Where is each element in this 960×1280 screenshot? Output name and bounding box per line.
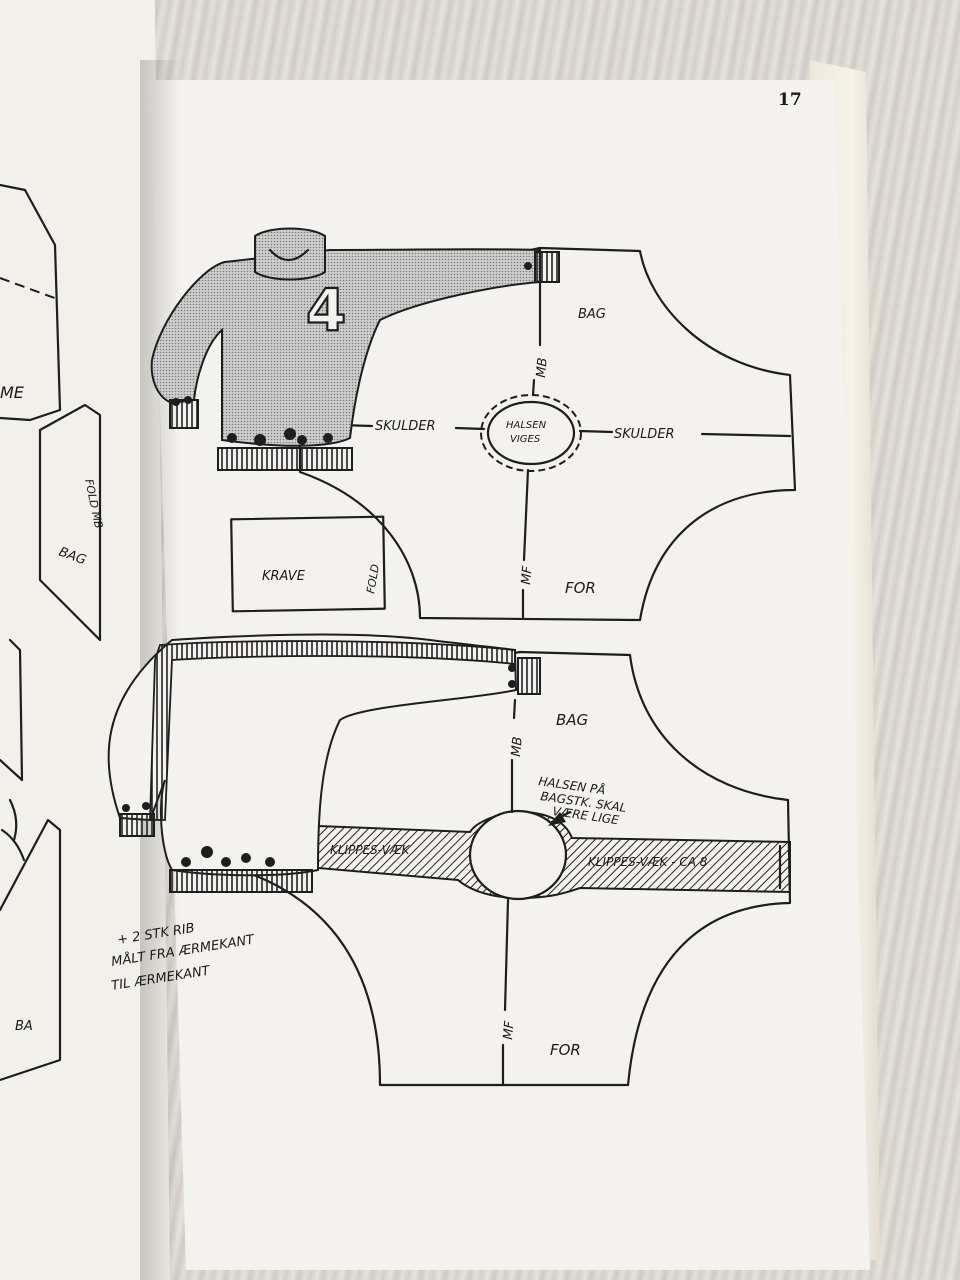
left-fragment-bag: BAG	[57, 545, 88, 569]
collar-fold-label: FOLD	[364, 563, 382, 594]
cut-label-left: KLIPPES-VÆK	[330, 843, 411, 857]
page-number: 17	[778, 90, 802, 110]
rib-note-line3: TIL ÆRMEKANT	[110, 963, 212, 994]
left-fragment-fold: FOLD MB	[82, 478, 105, 530]
top-label-front: FOR	[565, 579, 596, 597]
left-page	[0, 0, 170, 1280]
top-center-back: MB	[534, 357, 551, 378]
left-fragment-ba: BA	[15, 1019, 33, 1034]
bottom-center-back: MB	[509, 736, 526, 757]
bottom-pattern: BAG FOR MB MF HALSEN PÅ BAGSTK. SKAL VÆR…	[107, 633, 792, 1087]
neck-opening	[468, 809, 568, 901]
top-label-back: BAG	[578, 307, 606, 322]
collar-label: KRAVE	[262, 569, 306, 584]
sweater-illustration-bottom	[107, 633, 541, 893]
top-pattern-outline	[298, 246, 797, 622]
top-shoulder-left: SKULDER	[375, 419, 436, 434]
bottom-label-front: FOR	[550, 1041, 581, 1059]
collar-piece	[230, 515, 386, 613]
top-shoulder-right: SKULDER	[614, 427, 675, 442]
top-center-front: MF	[519, 565, 536, 585]
bottom-center-front: MF	[501, 1020, 518, 1040]
bottom-label-back: BAG	[556, 711, 588, 729]
top-neck-line1: HALSEN	[506, 420, 547, 431]
left-fragment-me: ME	[0, 383, 25, 402]
left-page-fragments: ME BAG FOLD MB BA	[0, 183, 105, 1082]
sweater-illustration-top: 4	[150, 227, 560, 471]
sweater-number: 4	[306, 276, 346, 344]
top-pattern: BAG FOR MB MF SKULDER SKULDER HALSEN VIG…	[150, 227, 797, 622]
cut-label-right: KLIPPES-VÆK - CA 8	[588, 855, 708, 869]
bottom-pattern-outline	[238, 650, 792, 1087]
top-neck-line2: VIGES	[510, 434, 541, 445]
